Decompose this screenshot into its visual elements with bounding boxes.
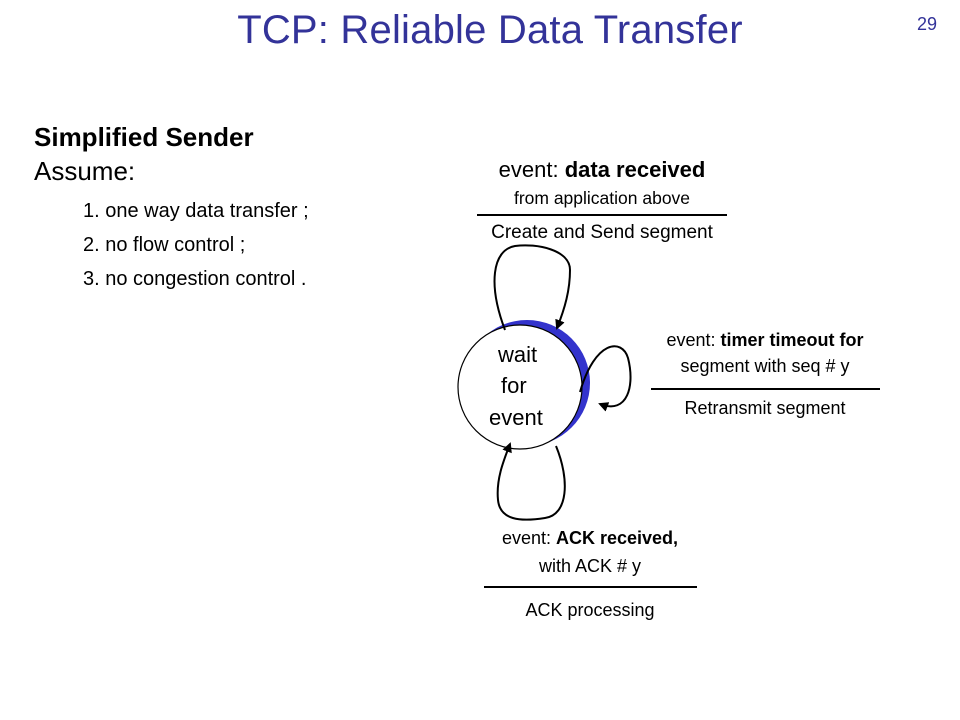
event-ack: event: ACK received, [501,528,679,548]
loop-timeout [579,345,632,412]
event-detail: segment with seq # y [680,356,850,376]
event-name: data received [564,157,706,182]
state-label-wait: wait [498,342,538,367]
event-detail: with ACK # y [538,556,642,576]
assumption-list: 1. one way data transfer ; 2. no flow co… [34,194,309,296]
page-number: 29 [917,14,938,34]
state-label-event: event [489,405,543,430]
state-label-for: for [501,373,527,398]
assumption-item: 3. no congestion control . [83,268,307,290]
event-name: ACK received, [555,528,679,548]
loop-ack [496,442,566,521]
sender-heading: Simplified Sender [34,122,254,152]
event-name: timer timeout for [720,330,864,350]
action-retransmit: Retransmit segment [684,398,846,418]
slide-title: TCP: Reliable Data Transfer [237,8,743,52]
assumption-item: 2. no flow control ; [83,234,246,256]
assume-label: Assume: [34,156,136,186]
assumption-item: 1. one way data transfer ; [83,200,309,222]
loop-data-received [493,244,572,331]
sender-assumptions: Simplified Sender Assume: 1. one way dat… [34,120,309,296]
event-data-received: event: data received [498,157,706,182]
action-ack-processing: ACK processing [525,600,655,620]
event-timeout: event: timer timeout for [666,330,864,350]
event-detail: from application above [513,188,691,208]
action-create-send: Create and Send segment [491,222,713,243]
